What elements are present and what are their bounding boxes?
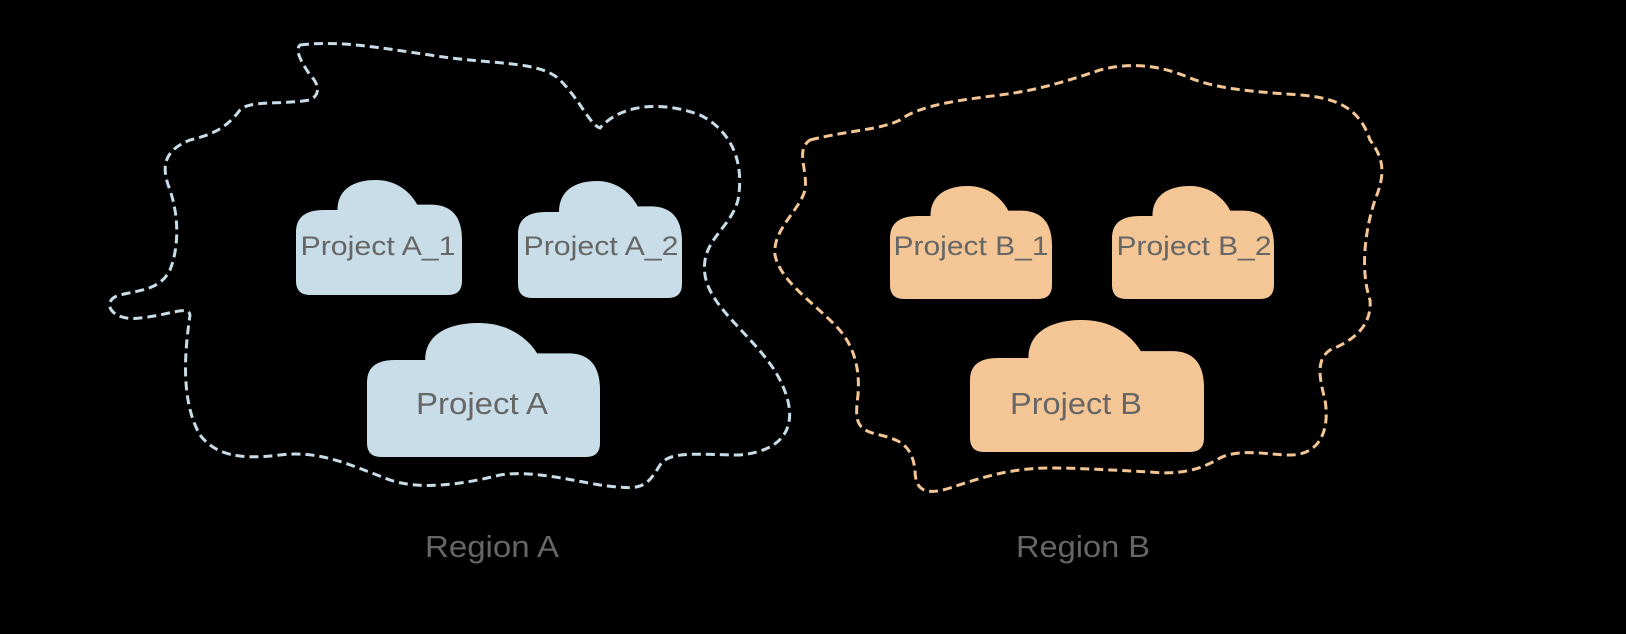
project-b-label: Project B	[1010, 386, 1142, 421]
project-b2-cloud	[1112, 186, 1274, 299]
project-b2-label: Project B_2	[1117, 231, 1272, 261]
project-a1-cloud	[296, 180, 462, 295]
region-b-label: Region B	[1016, 529, 1150, 564]
project-b1-label: Project B_1	[894, 231, 1049, 261]
region-a-boundary	[108, 41, 792, 490]
project-a2-label: Project A_2	[524, 231, 679, 261]
project-b1-cloud	[890, 186, 1052, 299]
project-a2-cloud	[518, 181, 682, 298]
project-a1-label: Project A_1	[301, 231, 456, 261]
region-a-label: Region A	[425, 529, 559, 564]
project-b-cloud	[970, 320, 1204, 452]
project-a-label: Project A	[416, 386, 548, 421]
project-a-cloud	[367, 323, 600, 457]
region-b-boundary	[773, 64, 1384, 493]
